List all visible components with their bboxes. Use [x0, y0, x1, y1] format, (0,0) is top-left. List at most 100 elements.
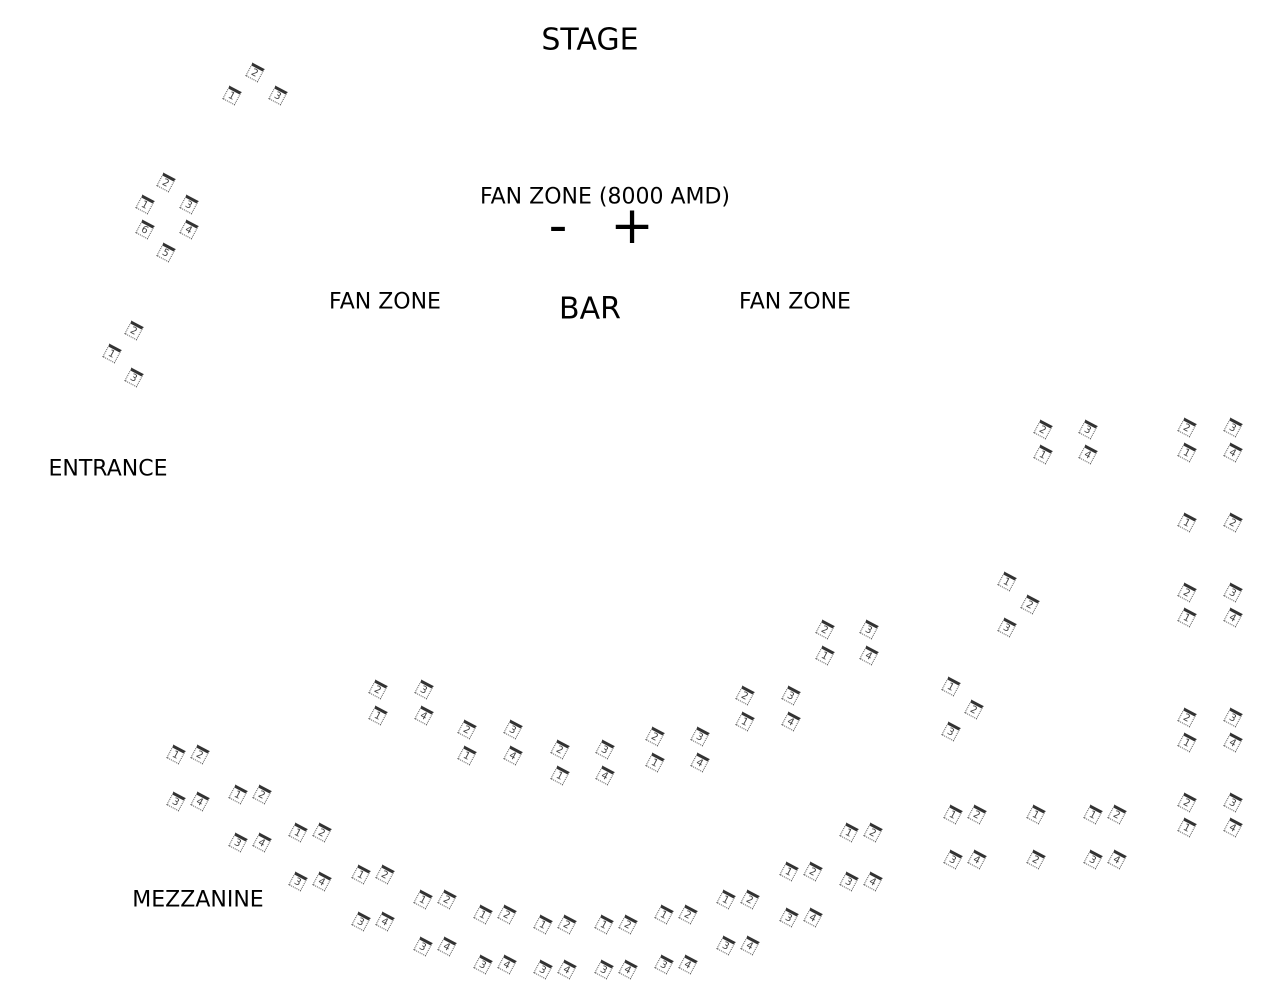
seat[interactable]: 4: [497, 954, 517, 975]
seat[interactable]: 2: [550, 739, 570, 760]
seat[interactable]: 1: [457, 745, 477, 766]
seat[interactable]: 2: [1177, 792, 1197, 813]
fan-zone-paid-label[interactable]: FAN ZONE (8000 AMD): [480, 184, 730, 210]
seat[interactable]: 3: [839, 871, 859, 892]
seat[interactable]: 1: [222, 85, 242, 106]
seat[interactable]: 1: [645, 752, 665, 773]
seat[interactable]: 1: [1083, 804, 1103, 825]
seat[interactable]: 2: [557, 914, 577, 935]
seat[interactable]: 3: [859, 619, 879, 640]
seat[interactable]: 4: [437, 936, 457, 957]
seat[interactable]: 2: [803, 861, 823, 882]
seat[interactable]: 4: [1078, 444, 1098, 465]
seat[interactable]: 2: [124, 320, 144, 341]
seat[interactable]: 4: [503, 745, 523, 766]
seat[interactable]: 2: [437, 889, 457, 910]
seat[interactable]: 3: [228, 832, 248, 853]
seat[interactable]: 4: [1223, 817, 1243, 838]
seat[interactable]: 4: [179, 219, 199, 240]
seat[interactable]: 3: [1223, 707, 1243, 728]
seat[interactable]: 6: [135, 219, 155, 240]
seat[interactable]: 3: [941, 721, 961, 742]
zoom-in-button[interactable]: +: [610, 196, 654, 256]
seat[interactable]: 2: [312, 822, 332, 843]
seat[interactable]: 1: [166, 744, 186, 765]
seat[interactable]: 2: [190, 744, 210, 765]
seat[interactable]: 3: [716, 935, 736, 956]
seat[interactable]: 3: [595, 739, 615, 760]
seat[interactable]: 1: [368, 705, 388, 726]
seat[interactable]: 1: [533, 914, 553, 935]
seat[interactable]: 1: [102, 343, 122, 364]
seat[interactable]: 2: [735, 685, 755, 706]
seat[interactable]: 1: [228, 784, 248, 805]
seat[interactable]: 3: [1078, 419, 1098, 440]
seat[interactable]: 1: [594, 914, 614, 935]
seat[interactable]: 2: [1033, 419, 1053, 440]
seat[interactable]: 1: [997, 571, 1017, 592]
seat[interactable]: 1: [288, 822, 308, 843]
seat[interactable]: 2: [457, 719, 477, 740]
seat[interactable]: 4: [618, 959, 638, 980]
seat[interactable]: 2: [1177, 707, 1197, 728]
seat[interactable]: 3: [781, 685, 801, 706]
zoom-out-button[interactable]: -: [548, 196, 568, 256]
seat[interactable]: 1: [1177, 732, 1197, 753]
seat[interactable]: 4: [781, 711, 801, 732]
seat[interactable]: 2: [964, 699, 984, 720]
seat[interactable]: 3: [473, 954, 493, 975]
seat[interactable]: 1: [1026, 804, 1046, 825]
seat[interactable]: 3: [166, 791, 186, 812]
seat[interactable]: 2: [156, 172, 176, 193]
seat[interactable]: 1: [135, 194, 155, 215]
seat[interactable]: 1: [1033, 444, 1053, 465]
seat[interactable]: 3: [414, 679, 434, 700]
seat[interactable]: 3: [1083, 849, 1103, 870]
seat[interactable]: 2: [1177, 582, 1197, 603]
seat[interactable]: 2: [1223, 512, 1243, 533]
seat[interactable]: 4: [690, 752, 710, 773]
seat[interactable]: 1: [654, 904, 674, 925]
seat[interactable]: 3: [533, 959, 553, 980]
seat[interactable]: 4: [859, 645, 879, 666]
seat[interactable]: 3: [943, 849, 963, 870]
seat[interactable]: 3: [1223, 417, 1243, 438]
seat[interactable]: 5: [156, 242, 176, 263]
seat[interactable]: 3: [268, 85, 288, 106]
seat[interactable]: 3: [124, 367, 144, 388]
seat[interactable]: 2: [368, 679, 388, 700]
seat[interactable]: 1: [815, 645, 835, 666]
seat[interactable]: 4: [1223, 442, 1243, 463]
seat[interactable]: 4: [1223, 607, 1243, 628]
seat[interactable]: 4: [252, 832, 272, 853]
seat[interactable]: 4: [967, 849, 987, 870]
seat[interactable]: 4: [190, 791, 210, 812]
seat[interactable]: 2: [740, 889, 760, 910]
seat[interactable]: 3: [503, 719, 523, 740]
seat[interactable]: 4: [863, 871, 883, 892]
seat[interactable]: 4: [740, 935, 760, 956]
seat[interactable]: 2: [618, 914, 638, 935]
seat[interactable]: 3: [1223, 792, 1243, 813]
seat[interactable]: 3: [594, 959, 614, 980]
seat[interactable]: 4: [1223, 732, 1243, 753]
seat[interactable]: 1: [1177, 607, 1197, 628]
seat[interactable]: 3: [690, 726, 710, 747]
seat[interactable]: 1: [779, 861, 799, 882]
seat[interactable]: 4: [375, 911, 395, 932]
seat[interactable]: 3: [179, 194, 199, 215]
seat[interactable]: 2: [375, 864, 395, 885]
seat[interactable]: 4: [312, 871, 332, 892]
seat[interactable]: 3: [779, 907, 799, 928]
seat[interactable]: 2: [497, 904, 517, 925]
seat[interactable]: 1: [735, 711, 755, 732]
seat[interactable]: 3: [413, 936, 433, 957]
seat[interactable]: 1: [1177, 817, 1197, 838]
seat[interactable]: 2: [1020, 594, 1040, 615]
seat[interactable]: 4: [803, 907, 823, 928]
seat[interactable]: 3: [288, 871, 308, 892]
seat[interactable]: 2: [1177, 417, 1197, 438]
seat[interactable]: 1: [473, 904, 493, 925]
seat[interactable]: 2: [252, 784, 272, 805]
seat[interactable]: 2: [245, 62, 265, 83]
